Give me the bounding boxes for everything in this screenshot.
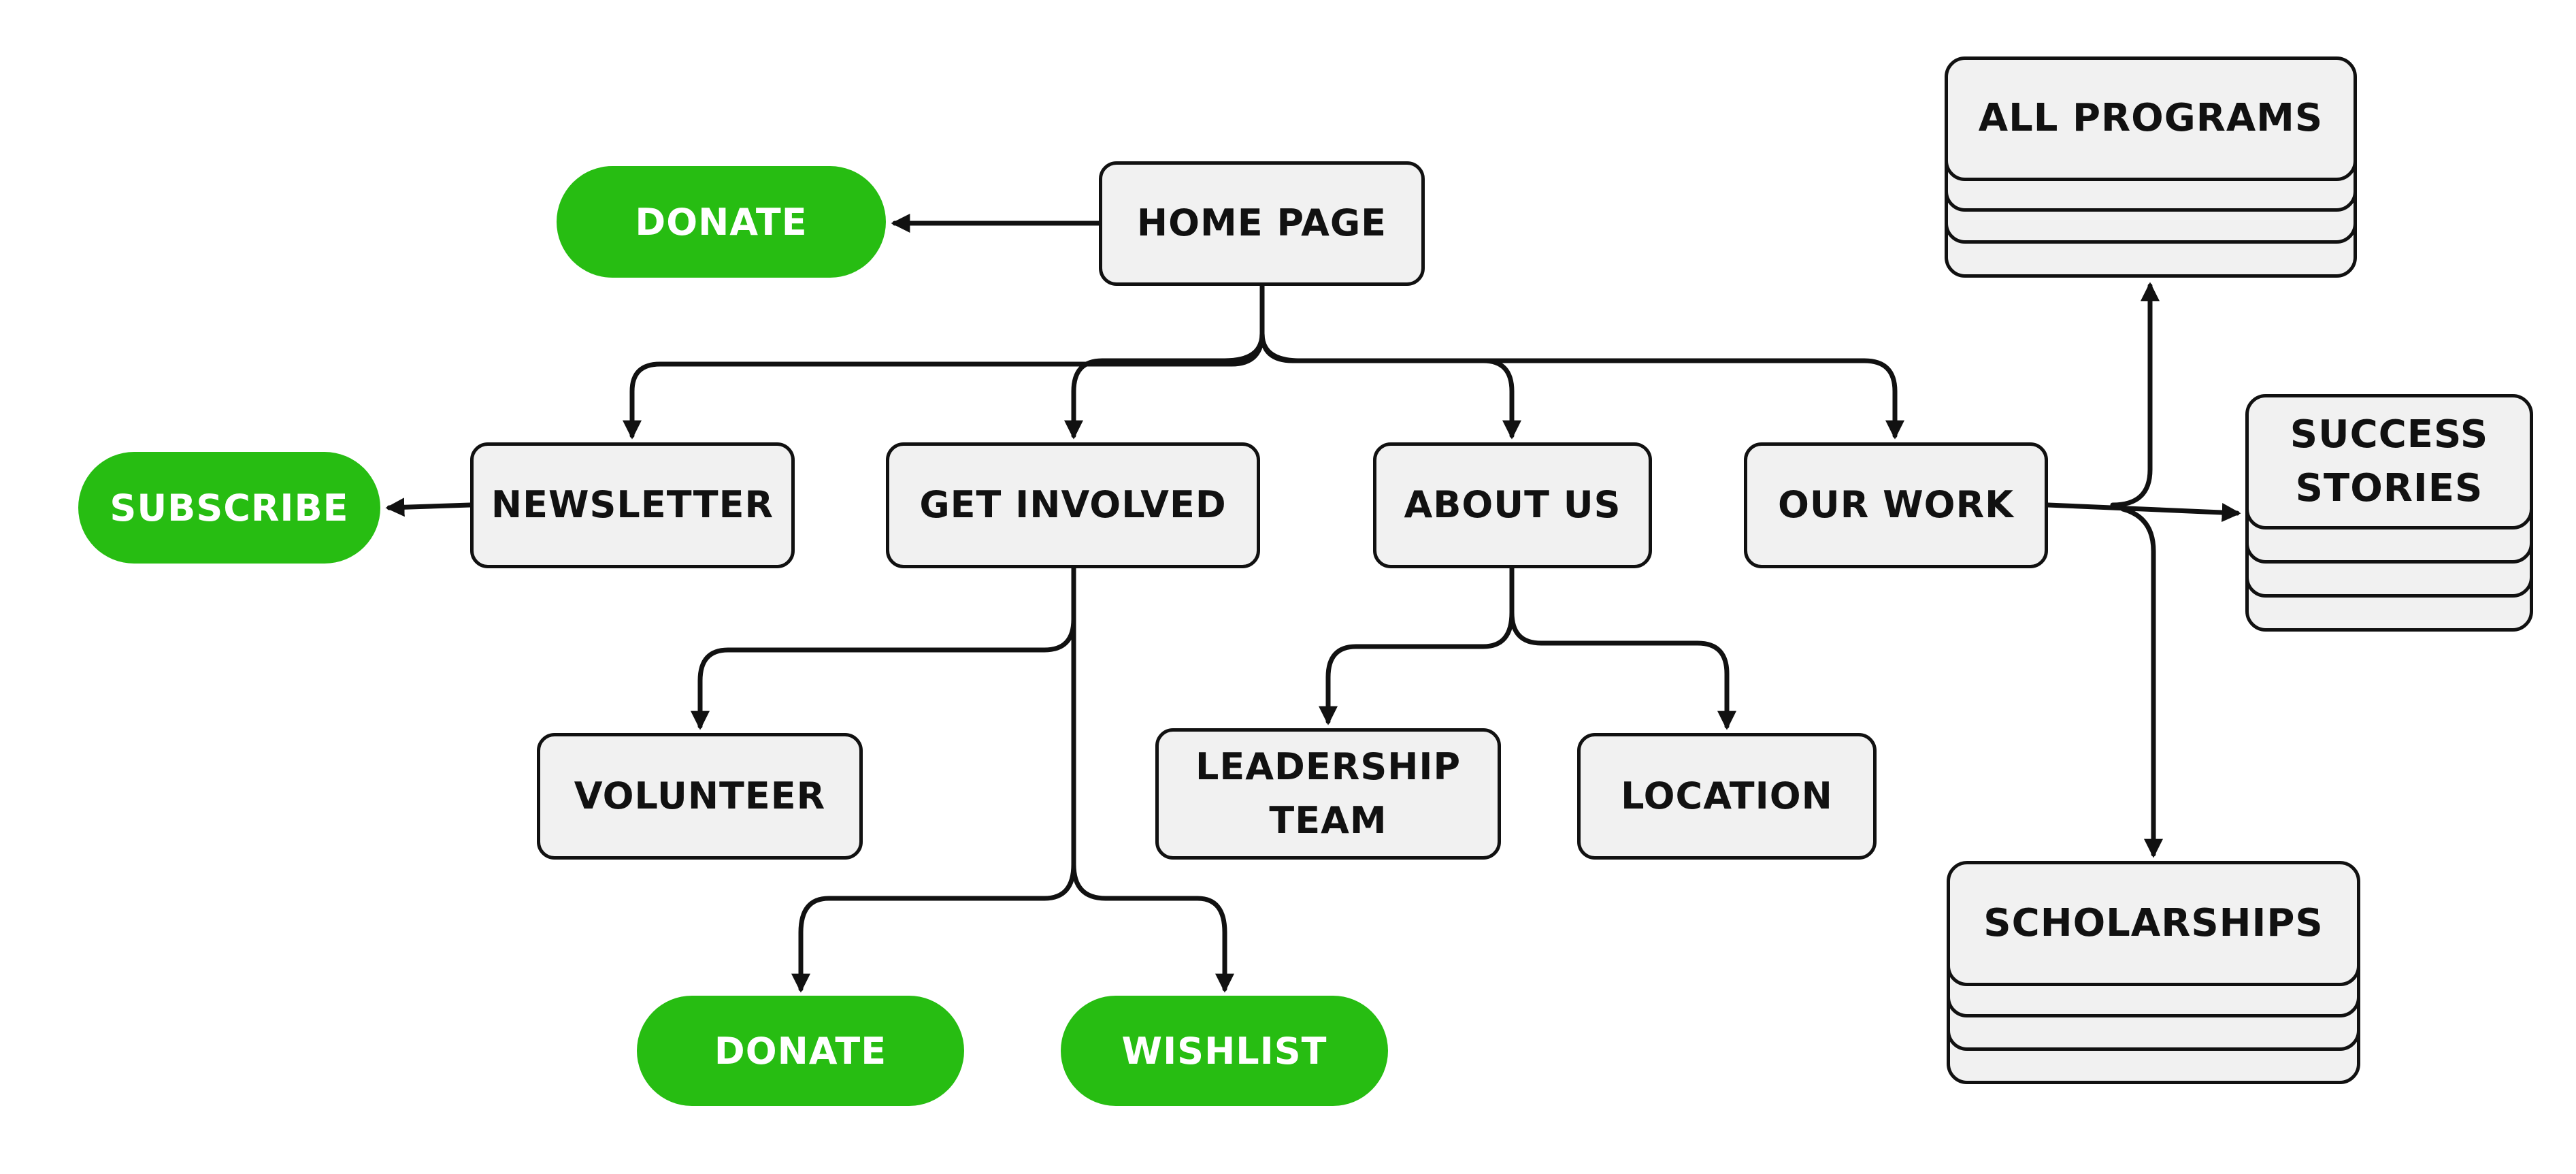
volunteer-label: VOLUNTEER <box>574 774 826 817</box>
edge-our-work-success <box>2045 502 2241 523</box>
donate-bottom-button[interactable]: DONATE <box>637 996 964 1106</box>
about-us-label: ABOUT US <box>1404 483 1621 527</box>
donate-top-button[interactable]: DONATE <box>557 166 886 278</box>
scholarships-stack[interactable]: SCHOLARSHIPS <box>1947 861 2360 1084</box>
edge-our-work-all-programs <box>2110 282 2160 508</box>
location-node[interactable]: LOCATION <box>1577 733 1877 860</box>
success-stories-card[interactable]: SUCCESS STORIES <box>2245 394 2533 529</box>
subscribe-label: SUBSCRIBE <box>110 486 349 529</box>
edge-home-about-us <box>1259 331 1521 440</box>
edge-get-involved-wishlist <box>1071 862 1234 993</box>
home-page-label: HOME PAGE <box>1136 201 1387 245</box>
all-programs-label: ALL PROGRAMS <box>1978 96 2324 141</box>
edge-our-work-scholarships <box>2120 506 2163 858</box>
leadership-team-node[interactable]: LEADERSHIP TEAM <box>1155 728 1501 860</box>
home-page-node[interactable]: HOME PAGE <box>1099 161 1425 286</box>
donate-bottom-label: DONATE <box>714 1029 887 1073</box>
about-us-node[interactable]: ABOUT US <box>1373 442 1652 568</box>
donate-top-label: DONATE <box>635 200 808 244</box>
our-work-node[interactable]: OUR WORK <box>1744 442 2048 568</box>
our-work-label: OUR WORK <box>1777 483 2015 527</box>
leadership-team-label: LEADERSHIP TEAM <box>1195 745 1462 842</box>
edge-get-involved-donate <box>791 862 1076 993</box>
success-stories-label: SUCCESS STORIES <box>2290 412 2489 510</box>
get-involved-node[interactable]: GET INVOLVED <box>886 442 1260 568</box>
volunteer-node[interactable]: VOLUNTEER <box>537 733 863 860</box>
newsletter-label: NEWSLETTER <box>491 483 774 527</box>
newsletter-node[interactable]: NEWSLETTER <box>470 442 795 568</box>
success-stories-stack[interactable]: SUCCESS STORIES <box>2245 394 2533 632</box>
all-programs-stack[interactable]: ALL PROGRAMS <box>1945 56 2357 278</box>
edge-home-our-work <box>1259 331 1904 440</box>
all-programs-card[interactable]: ALL PROGRAMS <box>1945 56 2357 181</box>
edge-about-us-leadership <box>1319 561 1515 725</box>
edge-newsletter-subscribe <box>385 498 473 517</box>
scholarships-card[interactable]: SCHOLARSHIPS <box>1947 861 2360 986</box>
edge-get-involved-volunteer <box>691 566 1076 730</box>
edge-home-get-involved <box>1064 331 1265 440</box>
wishlist-button[interactable]: WISHLIST <box>1061 996 1388 1106</box>
get-involved-label: GET INVOLVED <box>919 483 1227 527</box>
location-label: LOCATION <box>1621 774 1833 817</box>
wishlist-label: WISHLIST <box>1121 1029 1327 1073</box>
edge-about-us-location <box>1509 610 1736 730</box>
scholarships-label: SCHOLARSHIPS <box>1983 900 2324 945</box>
subscribe-button[interactable]: SUBSCRIBE <box>78 452 380 564</box>
